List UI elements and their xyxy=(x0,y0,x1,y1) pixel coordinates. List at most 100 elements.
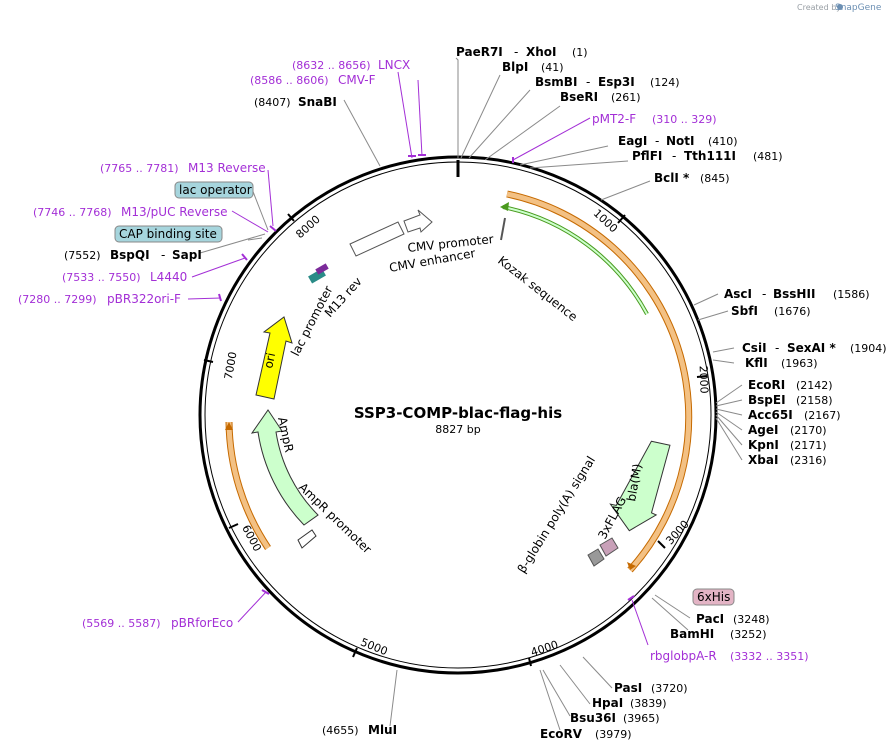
site-xhoi-pos: (1) xyxy=(572,46,588,59)
site-ecorv-pos: (3979) xyxy=(595,728,632,741)
site-kfli: KflI xyxy=(745,356,768,370)
site-kpni: KpnI xyxy=(748,438,779,452)
site-asci: AscI xyxy=(724,287,752,301)
site-leader-lines xyxy=(199,57,743,731)
svg-text:-: - xyxy=(672,149,676,163)
lac-operator-label: lac operator xyxy=(179,183,252,197)
site-acc65i-pos: (2167) xyxy=(804,409,841,422)
svg-text:-: - xyxy=(762,287,766,301)
primer-pbr322ori-f-range: (7280 .. 7299) xyxy=(18,293,97,306)
svg-text:-: - xyxy=(655,134,659,148)
ampr-arrow xyxy=(250,409,319,526)
site-paci: PacI xyxy=(696,612,724,626)
site-blpi: BlpI xyxy=(502,60,528,74)
site-paci-pos: (3248) xyxy=(733,613,770,626)
site-bcli: BclI * xyxy=(654,171,690,185)
primer-pmt2f: pMT2-F xyxy=(592,112,636,126)
site-bsu36i: Bsu36I xyxy=(570,711,616,725)
orf-band-right xyxy=(506,191,692,572)
site-xbai-pos: (2316) xyxy=(790,454,827,467)
primer-l4440-range: (7533 .. 7550) xyxy=(62,271,141,284)
lac-promoter-label: lac promoter xyxy=(288,284,335,359)
site-xbai: XbaI xyxy=(748,453,778,467)
site-pasi: PasI xyxy=(614,681,642,695)
site-noti: NotI xyxy=(666,134,695,148)
credit-prefix: Created by xyxy=(797,3,841,12)
his-tag-box xyxy=(692,588,735,606)
site-csii: CsiI xyxy=(742,341,767,355)
site-bspei-pos: (2158) xyxy=(796,394,833,407)
site-bsshii: BssHII xyxy=(773,287,815,301)
site-eagi: EagI xyxy=(618,134,647,148)
svg-text:-: - xyxy=(161,248,165,262)
site-tth111i: Tth111I xyxy=(684,149,736,163)
primer-lncx: LNCX xyxy=(378,58,410,72)
site-hpai: HpaI xyxy=(592,696,623,710)
site-acc65i: Acc65I xyxy=(748,408,793,422)
cap-site-label: CAP binding site xyxy=(119,227,217,241)
tick-marks xyxy=(203,213,708,667)
site-sexai-pos: (1904) xyxy=(850,342,887,355)
site-bspqi-pos: (7552) xyxy=(64,249,101,262)
site-mlui: MluI xyxy=(368,723,397,737)
site-noti-pos: (410) xyxy=(708,135,738,148)
site-dash: - xyxy=(514,45,518,59)
globin-feature xyxy=(587,548,605,567)
site-pasi-pos: (3720) xyxy=(651,682,688,695)
site-ecori-pos: (2142) xyxy=(796,379,833,392)
site-sapi: SapI xyxy=(172,248,202,262)
site-pflfi: PflFI xyxy=(632,149,662,163)
site-ecori: EcoRI xyxy=(748,378,785,392)
site-bcli-pos: (845) xyxy=(700,172,730,185)
site-sbfi-pos: (1676) xyxy=(774,305,811,318)
site-sbfi: SbfI xyxy=(731,304,758,318)
cmv-promoter-arrow xyxy=(403,209,433,233)
primer-pbrforeco: pBRforEco xyxy=(171,616,233,630)
primer-m13puc-reverse: M13/pUC Reverse xyxy=(121,205,228,219)
svg-text:-: - xyxy=(586,75,590,89)
tick-label-7000: 7000 xyxy=(222,351,240,381)
lac-operator-box xyxy=(174,181,254,199)
site-snabi-pos: (8407) xyxy=(254,96,291,109)
site-bseri: BseRI xyxy=(560,90,598,104)
orf-right-arrowhead xyxy=(627,562,636,570)
orf-left-arrowhead xyxy=(225,422,233,430)
primer-leader-lines xyxy=(187,71,649,646)
site-agei: AgeI xyxy=(748,423,778,437)
site-agei-pos: (2170) xyxy=(790,424,827,437)
site-bsu36i-pos: (3965) xyxy=(623,712,660,725)
site-sexai: SexAI * xyxy=(787,341,836,355)
site-hpai-pos: (3839) xyxy=(630,697,667,710)
primer-cmvf-range: (8586 .. 8606) xyxy=(250,74,329,87)
site-kfli-pos: (1963) xyxy=(781,357,818,370)
site-snabi: SnaBI xyxy=(298,95,337,109)
cap-site-box xyxy=(114,225,223,243)
snapgene-logo-icon xyxy=(837,4,843,10)
bla-m-label: bla(M) xyxy=(624,463,644,503)
site-bspqi: BspQI xyxy=(110,248,150,262)
primer-l4440: L4440 xyxy=(150,270,187,284)
site-mlui-pos: (4655) xyxy=(322,724,359,737)
site-bseri-pos: (261) xyxy=(611,91,641,104)
site-esp3i: Esp3I xyxy=(598,75,635,89)
ori-arrow xyxy=(255,316,293,400)
site-bamhi-pos: (3252) xyxy=(730,628,767,641)
site-bsshii-pos: (1586) xyxy=(833,288,870,301)
primer-pbr322ori-f: pBR322ori-F xyxy=(107,292,181,306)
primer-rbglobpa-r: rbglobpA-R xyxy=(650,649,717,663)
ori-label: ori xyxy=(261,351,278,369)
orf-band-left xyxy=(226,421,271,550)
tick-label-8000: 8000 xyxy=(293,213,323,241)
kozak-label: Kozak sequence xyxy=(495,253,580,324)
primer-lncx-range: (8632 .. 8656) xyxy=(292,59,371,72)
globin-label: β-globin poly(A) signal xyxy=(515,454,598,576)
site-kpni-pos: (2171) xyxy=(790,439,827,452)
site-paer7i: PaeR7I xyxy=(456,45,503,59)
m13-feature xyxy=(315,263,329,275)
primer-pbrforeco-range: (5569 .. 5587) xyxy=(82,617,161,630)
cmv-enhancer-arrow xyxy=(349,221,405,257)
bla-m-arrow xyxy=(609,440,671,532)
plasmid-size: 8827 bp xyxy=(435,423,480,436)
